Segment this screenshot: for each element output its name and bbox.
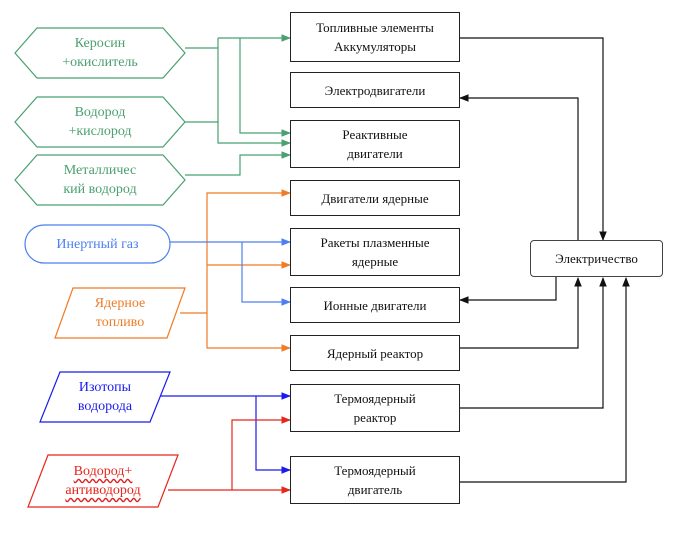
green-connectors (185, 34, 291, 176)
lightblue-connectors (170, 238, 291, 306)
electricity-connectors (459, 37, 630, 483)
target-electric-motors: Электродвигатели (290, 72, 460, 108)
target-nuclear-engines: Двигатели ядерные (290, 180, 460, 216)
hexagon-shape (14, 27, 186, 79)
source-hydrogen-isotopes: Изотопы водорода (77, 380, 133, 414)
target-fuel-cells: Топливные элементы Аккумуляторы (290, 12, 460, 62)
source-hydrogen: Водород +кислород (68, 105, 132, 139)
source-nuclear-fuel: Ядерное топливо (94, 296, 146, 330)
target-nuclear-reactor: Ядерный реактор (290, 335, 460, 371)
blue-connectors (160, 392, 291, 474)
target-jet-engines: Реактивные двигатели (290, 120, 460, 168)
parallelogram-shape (39, 371, 171, 423)
parallelogram-shape (27, 454, 179, 508)
target-ion-engines: Ионные двигатели (290, 287, 460, 323)
source-inert-gas: Инертный газ (56, 236, 139, 252)
source-antihydrogen: Водород+ антиводород (65, 464, 141, 498)
hexagon-shape (14, 96, 186, 148)
rounded-rect-shape (24, 224, 171, 264)
target-fusion-engine: Термоядерный двигатель (290, 456, 460, 504)
target-fusion-reactor: Термоядерный реактор (290, 384, 460, 432)
source-metallic-hydrogen: Металличес кий водород (63, 163, 137, 197)
target-plasma-rockets: Ракеты плазменные ядерные (290, 228, 460, 276)
red-connectors (168, 416, 291, 494)
orange-connectors (180, 189, 291, 352)
parallelogram-shape (54, 287, 186, 339)
hub-electricity: Электричество (530, 240, 663, 277)
source-kerosene: Керосин +окислитель (62, 36, 138, 70)
hexagon-shape (14, 154, 186, 206)
